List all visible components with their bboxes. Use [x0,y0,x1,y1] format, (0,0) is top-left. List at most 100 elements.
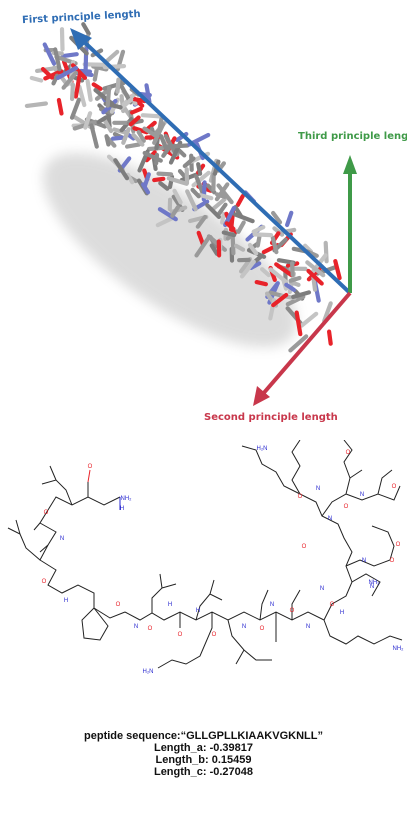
stick-bond [77,84,87,108]
length-c: Length_c: -0.27048 [153,766,254,778]
length-a: Length_a: -0.39817 [153,742,254,754]
bond-path [151,573,177,613]
atom-label: O [396,542,401,548]
length-b: Length_b: 0.15459 [155,754,252,766]
bond-path [39,496,126,619]
stick-bond [113,158,130,181]
stick-bond [253,253,265,263]
stick-bond [110,135,125,141]
stick-bond [284,282,297,292]
stick-bond [34,65,61,74]
stick-bond [85,78,93,102]
atom-label: N [320,586,324,592]
third-principle-axis [343,155,357,293]
stick-bond [196,230,205,247]
stick-bond [221,230,237,238]
bond-path [345,469,395,567]
stick-bond [115,77,121,94]
stick-bond [131,132,145,147]
atom-label: H [340,610,344,616]
stick-bond [104,134,111,147]
stick-bond [136,130,146,143]
bond-path [343,440,353,479]
atom-label: N [60,536,64,542]
atom-label: N [360,492,364,498]
stick-bond [216,202,228,217]
stick-bond [152,176,166,183]
stick-bond [43,69,64,81]
atom-label: N [242,624,246,630]
stick-bond [234,243,246,252]
atom-label: O [116,602,121,608]
stick-bond [60,52,79,59]
stick-bond [83,111,93,130]
stick-bond [197,192,214,201]
stick-bond [142,126,159,139]
stick-bond [306,264,324,282]
stick-bond [224,221,236,231]
first-axis-arrowhead [70,28,92,50]
stick-bond [82,62,109,67]
molecule-sticks [24,22,342,353]
stick-bond [42,42,57,66]
bond-path [33,522,49,553]
stick-bond [268,267,288,284]
stick-bond [299,311,319,328]
stick-bond [285,210,294,228]
stick-bond [288,334,309,353]
stick-bond [125,172,135,185]
stick-bond [91,82,103,91]
stick-bond [247,242,259,256]
peptide-3d-structure [24,22,357,406]
stick-bond [290,261,295,278]
stick-bond [270,235,279,255]
stick-bond [236,220,246,234]
stick-bond [69,82,76,102]
atom-label: N [328,516,332,522]
stick-bond [55,65,79,81]
atom-label: O [212,632,217,638]
stick-bond [220,211,226,225]
atom-label: O [302,544,307,550]
first-principle-axis [70,28,352,295]
stick-bond [294,310,303,337]
stick-bond [251,225,266,234]
stick-bond [104,49,120,64]
stick-bond [163,133,177,154]
atom-label: O [298,494,303,500]
stick-bond [322,301,333,324]
atom-label: N [306,624,310,630]
stick-bond [195,214,208,229]
stick-bond [191,170,211,188]
atom-label: N [270,602,274,608]
stick-bond [285,294,306,307]
atom-label: H₂N [257,446,268,452]
stick-bond [96,115,109,125]
stick-bond [232,212,255,224]
stick-bond [209,243,219,256]
bond-path [227,619,272,665]
stick-bond [249,261,262,270]
stick-bond [311,275,318,292]
chemical-atom-labels: OHONOHONOHOHONONONOHNONONOONNOONONNH₂H₂N… [42,446,405,675]
stick-bond [215,192,227,199]
stick-bond [288,275,302,283]
bond-path [259,589,277,642]
peptide-2d-chemical-structure: OHONOHONOHOHONONONOHNONONOONNOONONNH₂H₂N… [7,440,405,675]
stick-bond [271,292,289,308]
second-axis-line [260,291,352,397]
bond-path [157,612,213,669]
bond-path [7,519,41,561]
stick-bond [161,145,171,158]
atom-label: O [88,464,93,470]
atom-label: O [344,504,349,510]
bond-path [291,589,403,645]
stick-bond [291,290,312,299]
stick-bond [124,142,141,149]
stick-bond [235,193,245,208]
atom-label: NH₂ [369,580,381,586]
atom-label: O [178,632,183,638]
stick-bond [105,85,112,108]
stick-bond [158,181,170,191]
stick-bond [131,96,147,104]
